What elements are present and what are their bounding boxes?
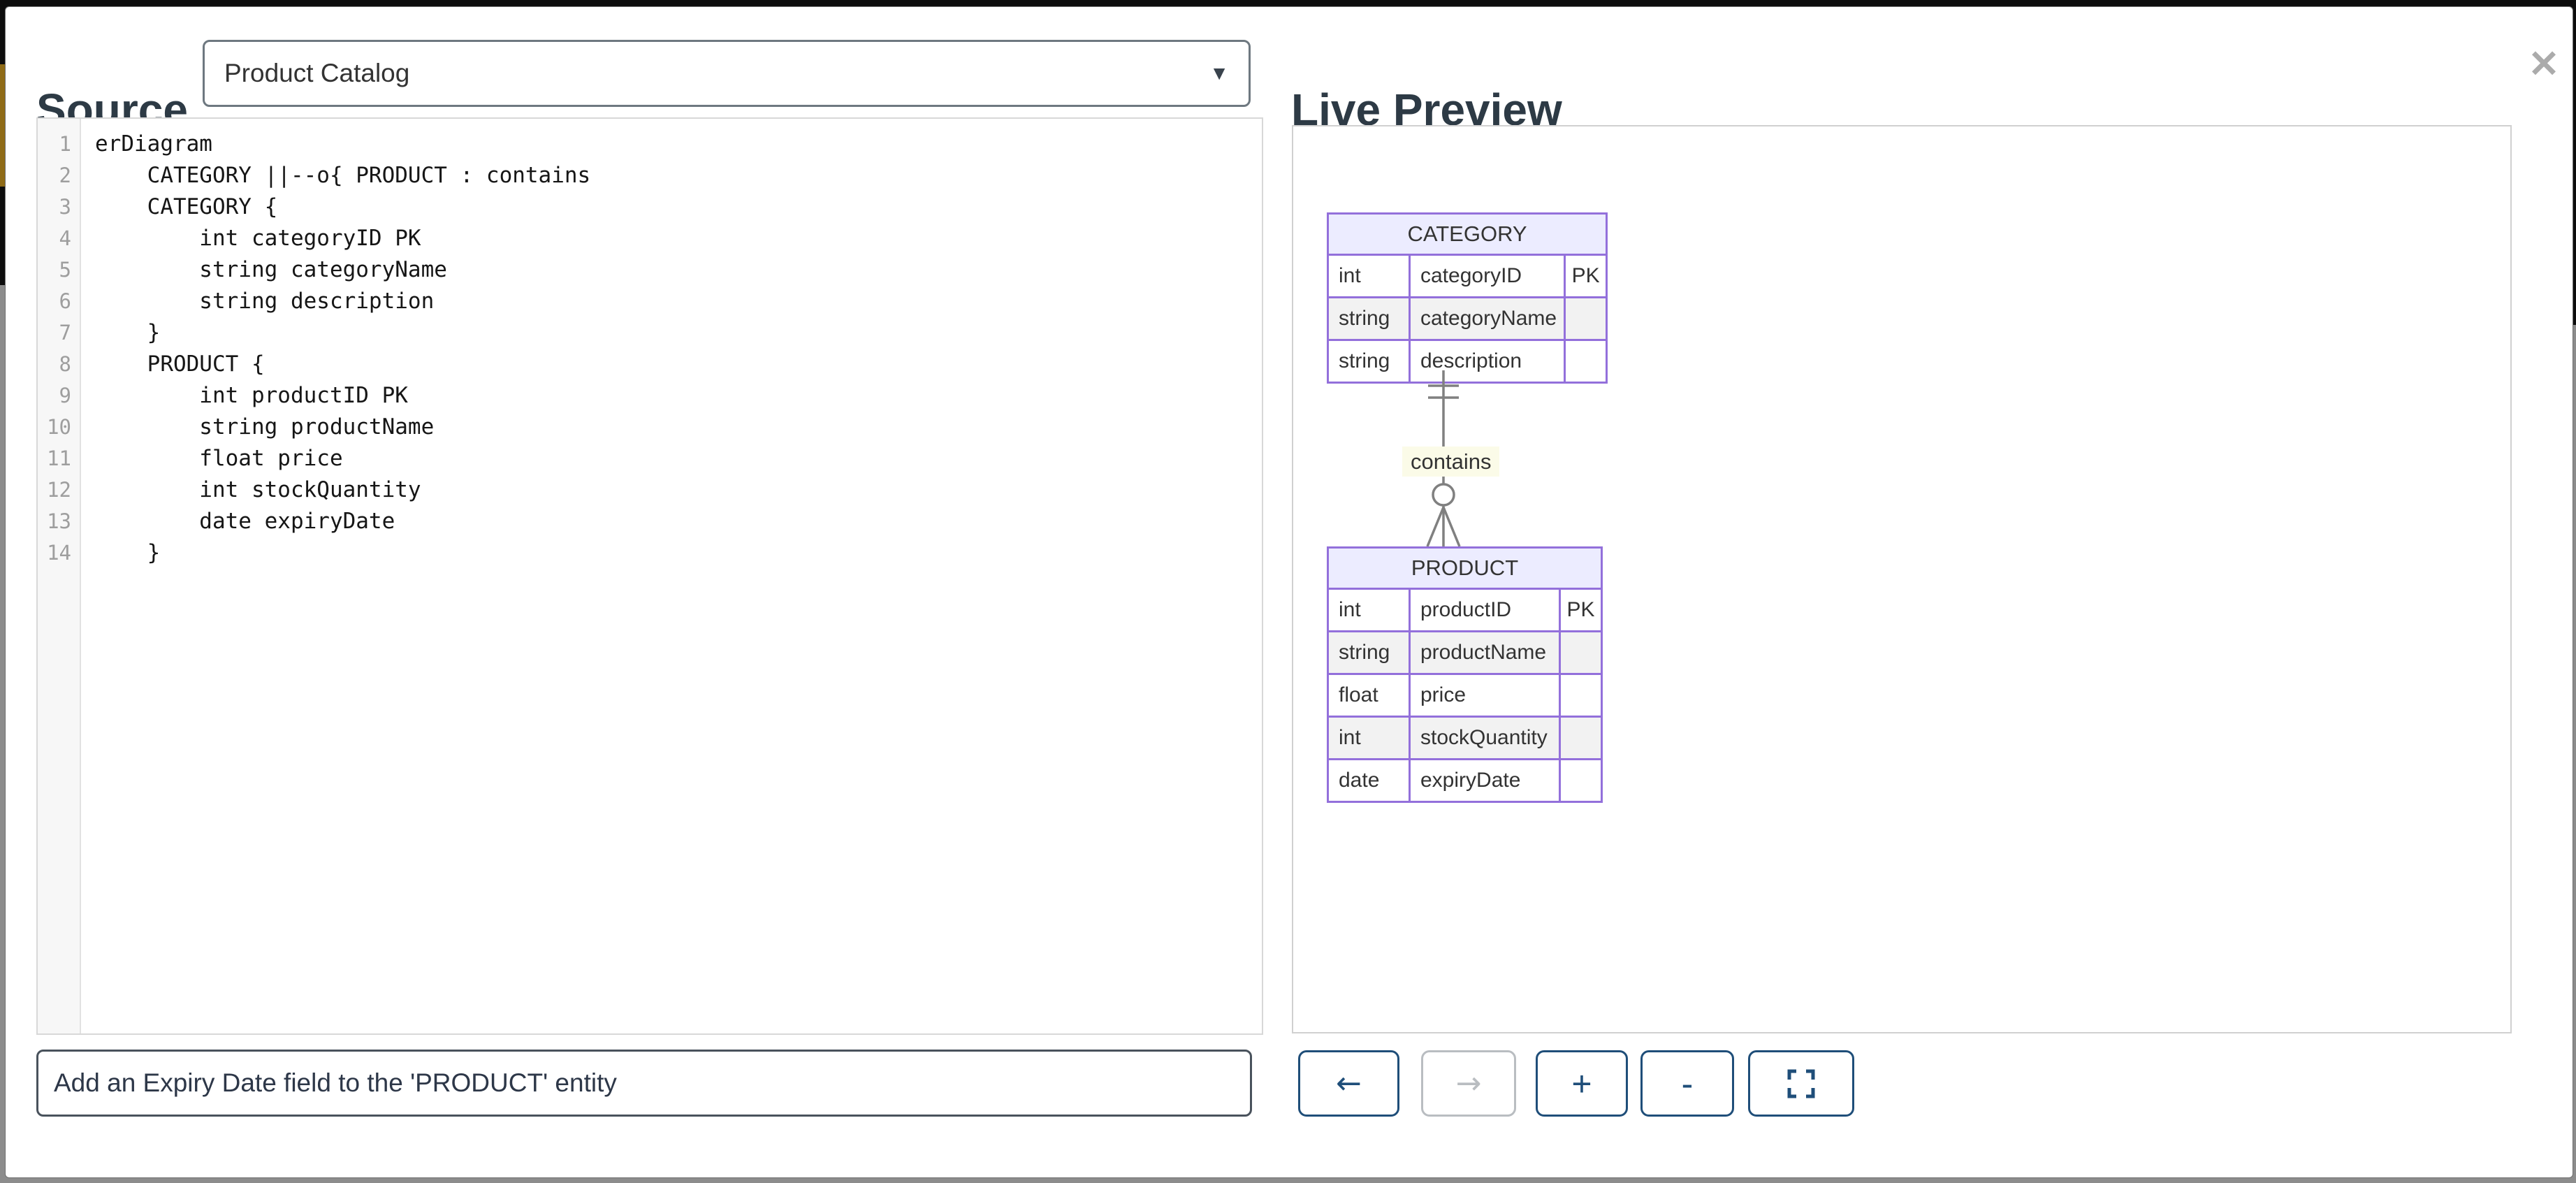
entity-attribute-cell	[1559, 716, 1603, 760]
chevron-down-icon: ▼	[1209, 62, 1229, 84]
fullscreen-icon	[1787, 1069, 1815, 1098]
diagram-select-value: Product Catalog	[224, 59, 410, 87]
entity-attribute-cell: price	[1409, 673, 1561, 718]
entity-attribute-cell	[1564, 296, 1608, 341]
entity-attribute-cell	[1559, 673, 1603, 718]
line-number: 4	[59, 226, 71, 250]
entity-attribute-cell: categoryID	[1408, 254, 1566, 298]
code-text[interactable]: erDiagram CATEGORY ||--o{ PRODUCT : cont…	[95, 131, 591, 565]
entity-attribute-cell: productName	[1409, 630, 1561, 675]
entity-attribute-cell: string	[1327, 339, 1411, 384]
entity-attribute-cell: productID	[1409, 588, 1561, 632]
zoom-in-button[interactable]: +	[1536, 1050, 1628, 1117]
entity-attribute-cell	[1559, 630, 1603, 675]
entity-attribute-cell: string	[1327, 630, 1411, 675]
entity-attribute-cell: categoryName	[1408, 296, 1566, 341]
relationship-connector	[1426, 370, 1461, 546]
entity-attribute-cell	[1559, 758, 1603, 803]
relationship-label: contains	[1402, 447, 1500, 477]
line-number: 2	[59, 164, 71, 187]
line-number: 3	[59, 195, 71, 219]
close-icon[interactable]: ✕	[2528, 43, 2560, 85]
line-number: 12	[47, 478, 71, 502]
line-number: 7	[59, 321, 71, 344]
line-number: 6	[59, 289, 71, 313]
backdrop-top-strip	[0, 0, 2576, 8]
entity-attribute-cell: int	[1327, 254, 1411, 298]
line-number: 8	[59, 352, 71, 376]
entity-attribute-cell: float	[1327, 673, 1411, 718]
line-number: 11	[47, 447, 71, 470]
preview-panel-title: Live Preview	[1291, 85, 1562, 136]
entity-attribute-cell: stockQuantity	[1409, 716, 1561, 760]
history-forward-button[interactable]: →	[1421, 1050, 1516, 1117]
entity-name: CATEGORY	[1326, 212, 1608, 256]
entity-attribute-cell: int	[1327, 588, 1411, 632]
backdrop-right-strip	[2571, 0, 2576, 325]
backdrop-left-accent	[0, 64, 6, 187]
entity-attribute-cell	[1564, 339, 1608, 384]
entity-attribute-cell: description	[1408, 339, 1566, 384]
entity-attribute-cell: int	[1327, 716, 1411, 760]
fullscreen-button[interactable]	[1748, 1050, 1854, 1117]
entity-attribute-cell: PK	[1559, 588, 1603, 632]
diagram-select-dropdown[interactable]: Product Catalog ▼	[203, 40, 1251, 107]
entity-attribute-cell: date	[1327, 758, 1411, 803]
prompt-input[interactable]	[36, 1050, 1252, 1117]
entity-attribute-cell: PK	[1564, 254, 1608, 298]
entity-name: PRODUCT	[1327, 546, 1603, 590]
line-number: 10	[47, 415, 71, 439]
line-number: 1	[59, 132, 71, 156]
line-number: 13	[47, 509, 71, 533]
history-back-button[interactable]: ←	[1298, 1050, 1399, 1117]
line-number: 14	[47, 541, 71, 565]
entity-attribute-cell: expiryDate	[1409, 758, 1561, 803]
zoom-out-button[interactable]: -	[1640, 1050, 1734, 1117]
line-number: 5	[59, 258, 71, 282]
entity-attribute-cell: string	[1327, 296, 1411, 341]
line-number: 9	[59, 384, 71, 407]
